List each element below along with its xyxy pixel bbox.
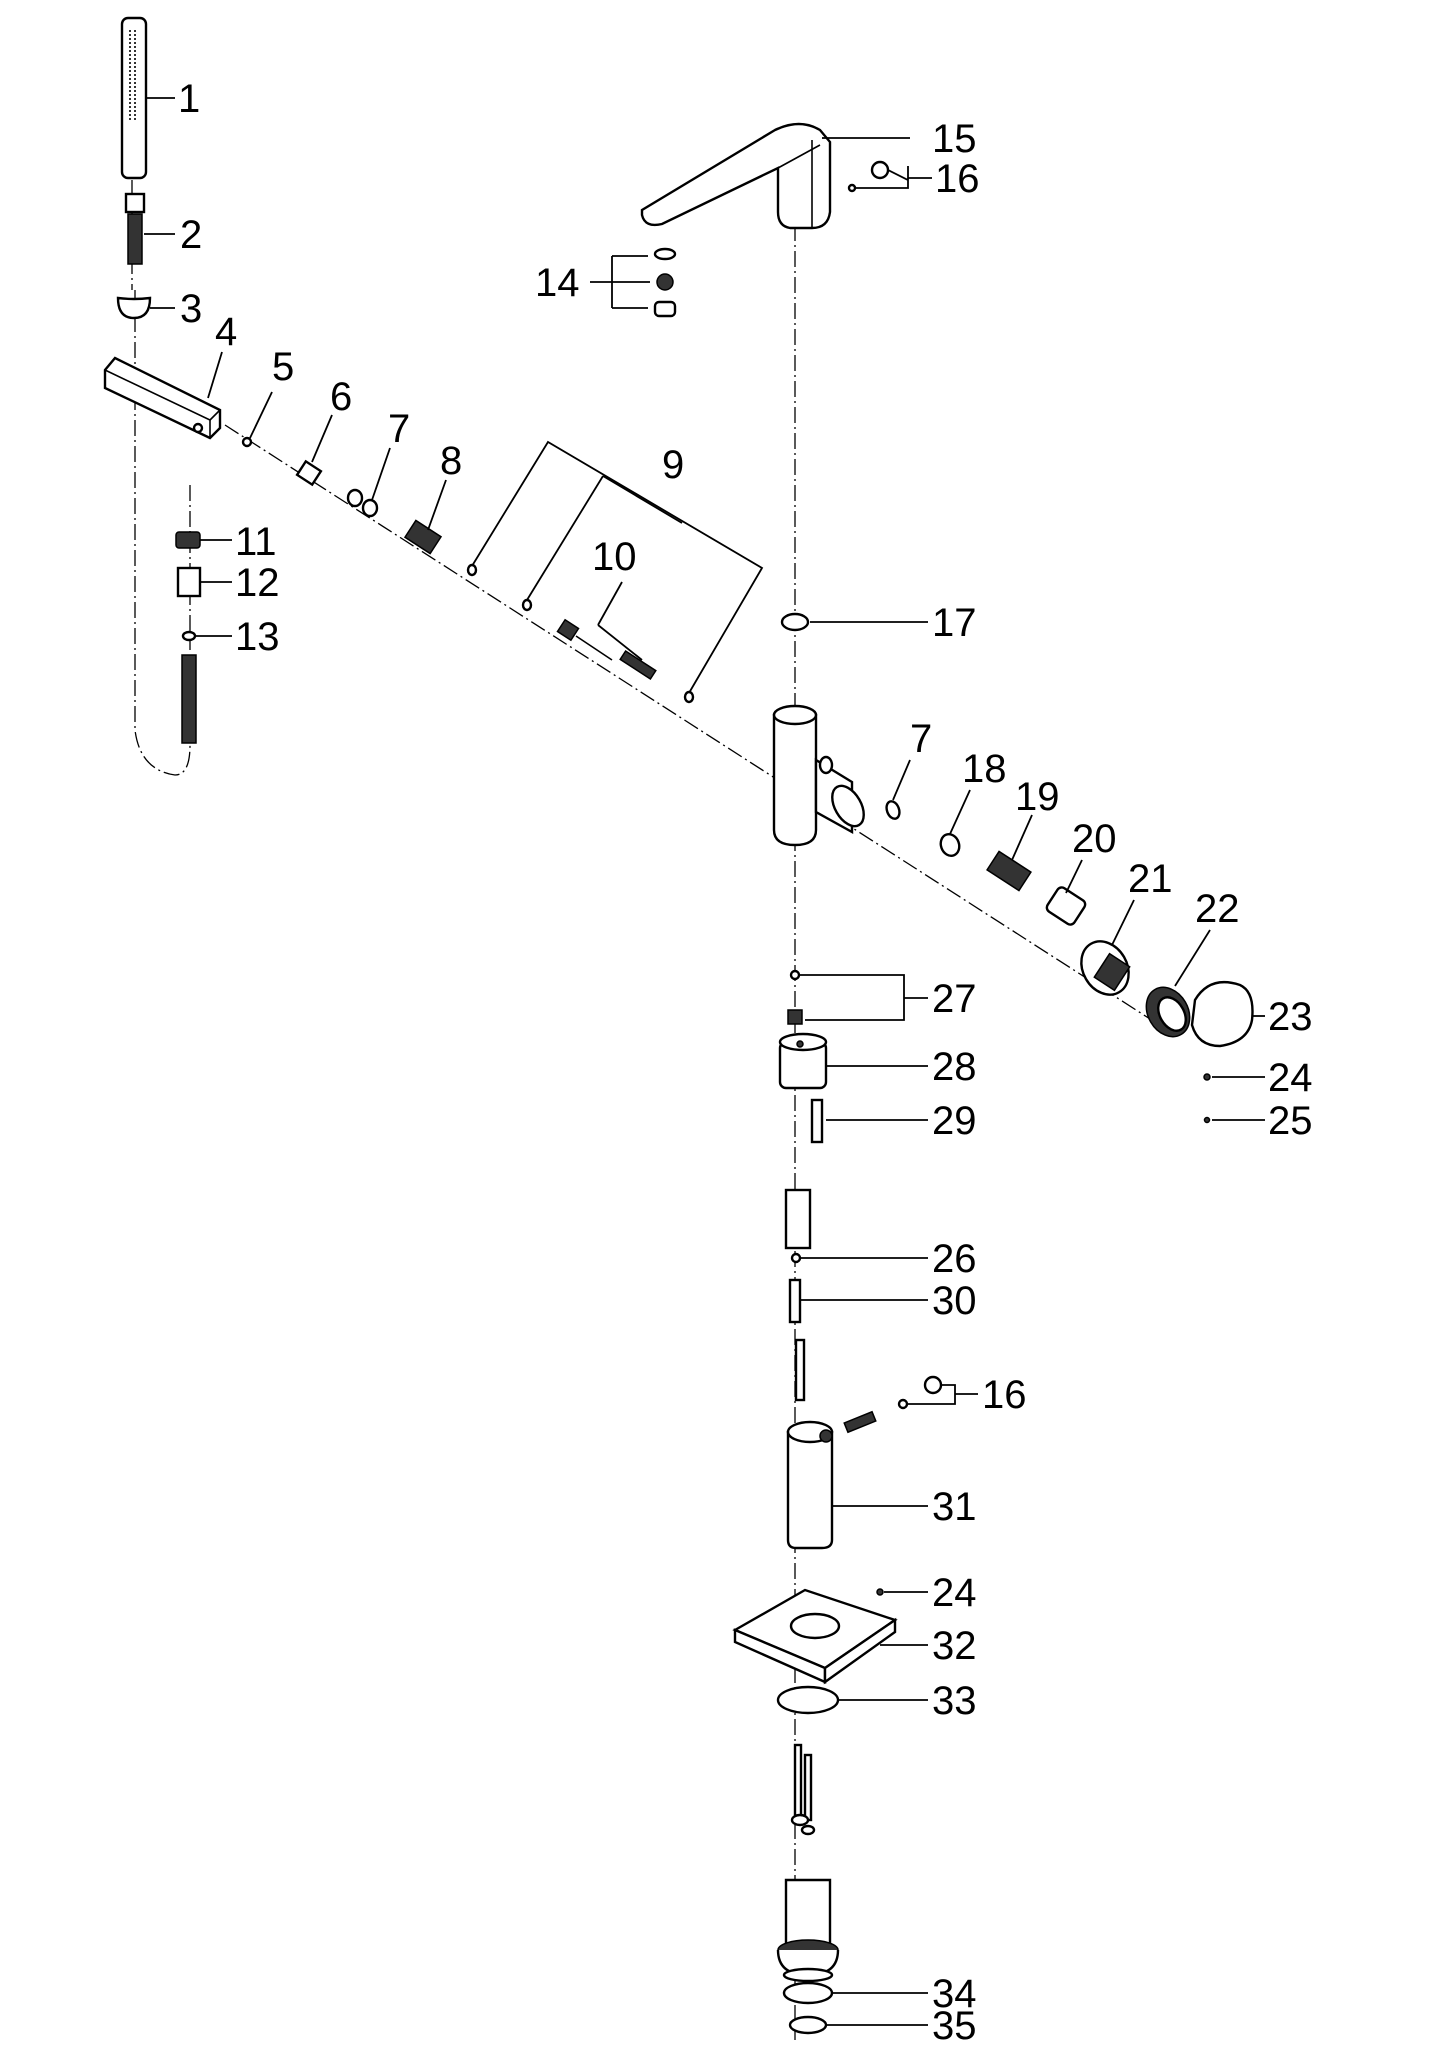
part-33-gasket <box>776 1685 840 1715</box>
part-9-oring-a <box>466 563 478 577</box>
part-2-connector <box>124 192 146 265</box>
part-9-oring-c <box>683 690 695 704</box>
callout-16-lower: 16 <box>982 1373 1027 1417</box>
lower-column-group <box>732 969 943 2035</box>
part-8-diverter-cartridge <box>403 519 443 555</box>
part-35-gasket <box>788 2015 828 2035</box>
callout-31: 31 <box>932 1485 977 1529</box>
callout-14: 14 <box>535 261 580 305</box>
callout-35: 35 <box>932 2004 977 2047</box>
callout-3: 3 <box>180 287 202 331</box>
callout-22: 22 <box>1195 887 1240 931</box>
callout-11: 11 <box>235 520 277 564</box>
part-9-oring-b <box>521 598 533 612</box>
leader-lines <box>144 97 1265 2026</box>
part-17-oring <box>780 612 810 632</box>
part-fixing-flange <box>776 1878 840 1983</box>
callout-24-upper: 24 <box>1268 1056 1313 1100</box>
part-10-spindle <box>556 618 613 661</box>
callout-25: 25 <box>1268 1099 1313 1143</box>
part-9-spring <box>619 649 657 681</box>
part-tube-upper <box>784 1188 812 1250</box>
part-29-screw <box>810 1098 824 1144</box>
part-20-cap <box>1045 886 1087 926</box>
axis-lines <box>131 180 1176 2040</box>
callout-7-left: 7 <box>388 407 410 451</box>
part-6-insert <box>295 459 323 487</box>
part-4-shower-holder <box>103 356 222 440</box>
callout-17: 17 <box>932 601 977 645</box>
callout-10: 10 <box>592 535 637 579</box>
part-22-nut <box>1145 986 1191 1038</box>
callout-19: 19 <box>1015 775 1060 819</box>
callout-12: 12 <box>235 561 280 605</box>
callout-34: 34 <box>932 1972 977 2016</box>
part-14-aerator <box>653 247 677 318</box>
part-27-valve <box>787 1009 803 1025</box>
callout-7-right: 7 <box>910 717 932 761</box>
hand-shower-group <box>103 16 222 744</box>
callout-32: 32 <box>932 1624 977 1668</box>
spout-group <box>640 122 890 318</box>
callout-9: 9 <box>662 443 684 487</box>
part-26-oring <box>790 1252 802 1264</box>
part-13-washer <box>181 630 197 642</box>
callout-15: 15 <box>932 117 977 161</box>
callout-28: 28 <box>932 1045 977 1089</box>
callout-23: 23 <box>1268 995 1313 1039</box>
part-30-rod <box>788 1278 802 1324</box>
callout-6: 6 <box>330 375 352 419</box>
part-1-hand-shower <box>120 16 148 180</box>
part-19-diverter <box>986 850 1032 892</box>
part-24-screw-lower <box>876 1588 884 1596</box>
part-15-spout <box>640 122 832 230</box>
part-3-clip <box>116 296 152 320</box>
callout-21: 21 <box>1128 857 1173 901</box>
part-11-nut <box>175 531 201 549</box>
part-18-oring <box>939 833 961 857</box>
part-32-base-plate <box>732 1588 898 1685</box>
callout-30: 30 <box>932 1279 977 1323</box>
callout-labels: 1 2 3 4 5 6 7 8 9 10 11 12 13 14 15 16 1… <box>178 77 1313 2048</box>
part-34-gasket <box>782 1981 834 2005</box>
part-7-oring-right <box>885 800 901 820</box>
callout-16-top: 16 <box>935 157 980 201</box>
callout-29: 29 <box>932 1099 977 1143</box>
callout-8: 8 <box>440 439 462 483</box>
callout-2: 2 <box>180 213 202 257</box>
callout-26: 26 <box>932 1237 977 1281</box>
part-7-oring-left-a <box>346 488 364 508</box>
part-16-lower-screw-cap <box>843 1375 943 1434</box>
part-16-top-screw-cap <box>847 160 890 193</box>
callout-33: 33 <box>932 1679 977 1723</box>
shower-hose <box>181 654 197 744</box>
callout-18: 18 <box>962 747 1007 791</box>
valve-body <box>772 704 865 847</box>
diagonal-parts-group <box>241 436 695 704</box>
callout-5: 5 <box>272 345 294 389</box>
part-23-handle <box>1190 980 1254 1048</box>
callout-4: 4 <box>215 310 237 354</box>
part-31-column-tube <box>786 1420 834 1550</box>
right-parts-group <box>885 800 1254 1124</box>
part-7-oring-left-b <box>361 498 379 518</box>
callout-13: 13 <box>235 615 280 659</box>
part-28-connector-block <box>778 1032 828 1090</box>
part-27-small-ring <box>789 969 801 981</box>
callout-27: 27 <box>932 977 977 1021</box>
part-21-thermostatic-cartridge <box>1080 940 1131 996</box>
part-rod-lower <box>794 1338 806 1402</box>
part-25-plug <box>1203 1116 1211 1124</box>
part-threaded-rods <box>790 1743 816 1836</box>
callout-20: 20 <box>1072 817 1117 861</box>
part-5-screw <box>241 436 253 448</box>
callout-24-lower: 24 <box>932 1571 977 1615</box>
part-24-screw-upper <box>1203 1073 1211 1081</box>
callout-1: 1 <box>178 77 200 121</box>
part-12-sleeve <box>176 566 202 598</box>
